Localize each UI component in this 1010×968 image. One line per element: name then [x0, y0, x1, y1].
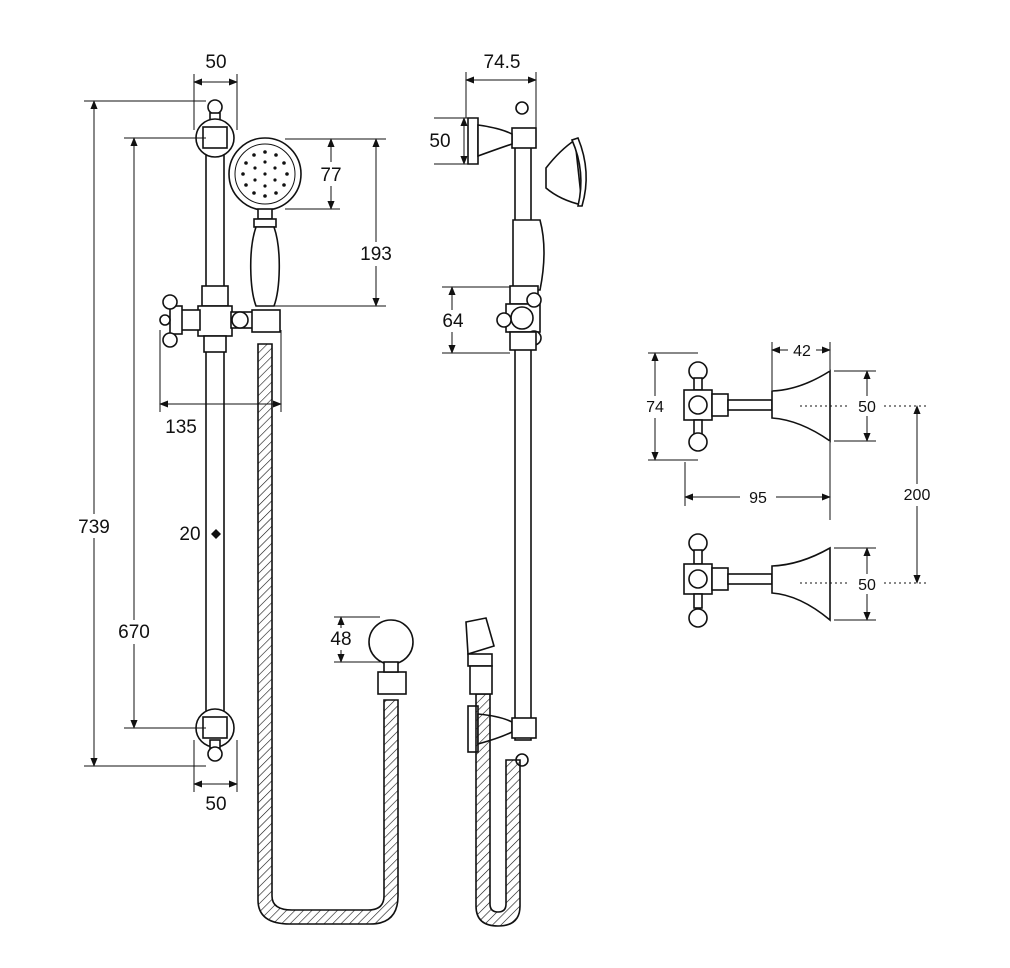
- shower-face-holes: [241, 150, 289, 198]
- side-knob: [510, 306, 534, 330]
- dim-projection: 135: [165, 417, 197, 438]
- dim-side-bracket: 50: [429, 131, 450, 152]
- dim-tap-length: 95: [749, 490, 767, 507]
- dim-handpiece-head: 77: [320, 165, 341, 186]
- bottom-finial: [207, 746, 223, 762]
- elbow-neck: [383, 661, 399, 673]
- dim-tap-centres: 200: [904, 487, 931, 504]
- dim-tap-flange-top: 50: [858, 399, 876, 416]
- hand-shower: [228, 137, 302, 307]
- dim-top-bracket-width: 50: [205, 52, 226, 73]
- dim-bottom-bracket-width: 50: [205, 794, 226, 815]
- wall-elbow: [368, 619, 414, 665]
- dim-tap-height: 74: [646, 399, 664, 416]
- side-elbow-cap: [465, 617, 495, 656]
- dim-rail-diameter: 20: [179, 524, 200, 545]
- front-view: [159, 99, 414, 925]
- side-hose: [475, 693, 521, 927]
- side-bottom-block: [511, 717, 537, 739]
- side-view: [465, 101, 587, 927]
- side-top-finial: [515, 101, 529, 115]
- elbow-nut: [377, 671, 407, 695]
- dim-handpiece-length: 193: [360, 244, 392, 265]
- dim-overall-height: 739: [78, 517, 110, 538]
- bottom-tap: [683, 533, 831, 628]
- side-knob-end: [496, 312, 512, 328]
- top-bracket-block: [202, 126, 228, 149]
- dim-bracket-centres: 670: [118, 622, 150, 643]
- bottom-bracket-block: [202, 716, 228, 739]
- side-elbow-ring: [467, 653, 493, 667]
- side-top-arm: [477, 124, 513, 158]
- side-slider-bottom: [509, 331, 537, 351]
- side-handle: [512, 219, 545, 291]
- slider-assembly: [159, 285, 281, 353]
- side-shower-face: [570, 137, 587, 207]
- dim-tap-flange-bottom: 50: [858, 577, 876, 594]
- dim-side-holder: 64: [442, 311, 464, 332]
- front-rail: [205, 139, 225, 741]
- side-elbow-nut: [469, 665, 493, 695]
- side-top-wallplate: [467, 117, 479, 165]
- dim-side-projection: 74.5: [484, 52, 521, 73]
- tap-set: [683, 361, 831, 628]
- dim-elbow-height: 48: [330, 629, 351, 650]
- side-top-block: [511, 127, 537, 149]
- dim-tap-spout: 42: [793, 343, 811, 360]
- top-tap: [683, 361, 831, 452]
- dimension-labels: 50 739 670 50 20 77 193 135 48 74.5 50 6…: [74, 50, 938, 815]
- side-knob-top: [526, 292, 542, 308]
- top-finial: [207, 99, 223, 115]
